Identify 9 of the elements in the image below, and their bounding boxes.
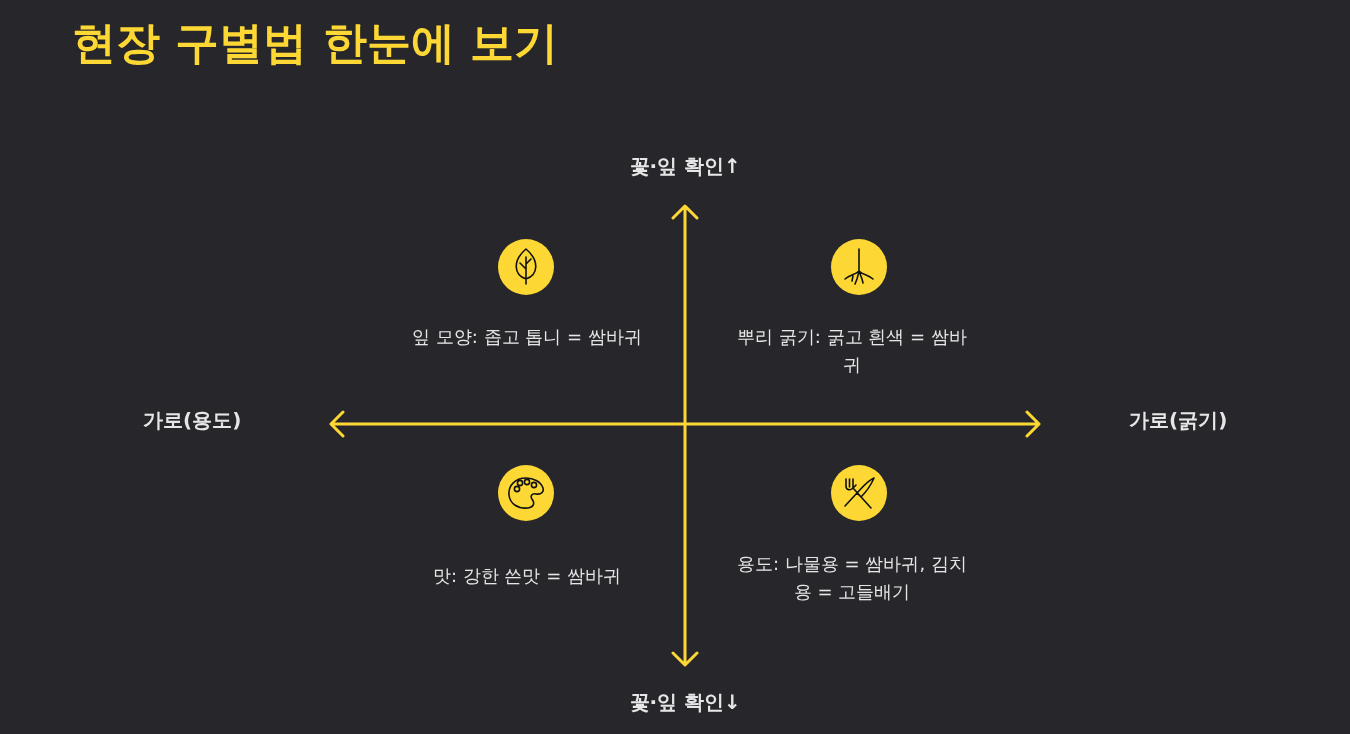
axis-label: 가로(용도) — [143, 407, 242, 434]
quadrant-text: 용도: 나물용 = 쌈바귀, 김치용 = 고들배기 — [736, 552, 968, 604]
axis-label: 꽃·잎 확인↓ — [629, 689, 741, 716]
quadrant-text: 뿌리 굵기: 굵고 흰색 = 쌈바귀 — [736, 325, 968, 377]
axis-label: 가로(굵기) — [1129, 407, 1228, 434]
title: 현장 구별법 한눈에 보기 — [72, 16, 558, 70]
quadrant-text: 잎 모양: 좁고 톱니 = 쌈바귀 — [411, 325, 643, 349]
axis-label: 꽃·잎 확인↑ — [629, 153, 741, 180]
quadrant-text: 맛: 강한 쓴맛 = 쌈바귀 — [431, 564, 622, 588]
